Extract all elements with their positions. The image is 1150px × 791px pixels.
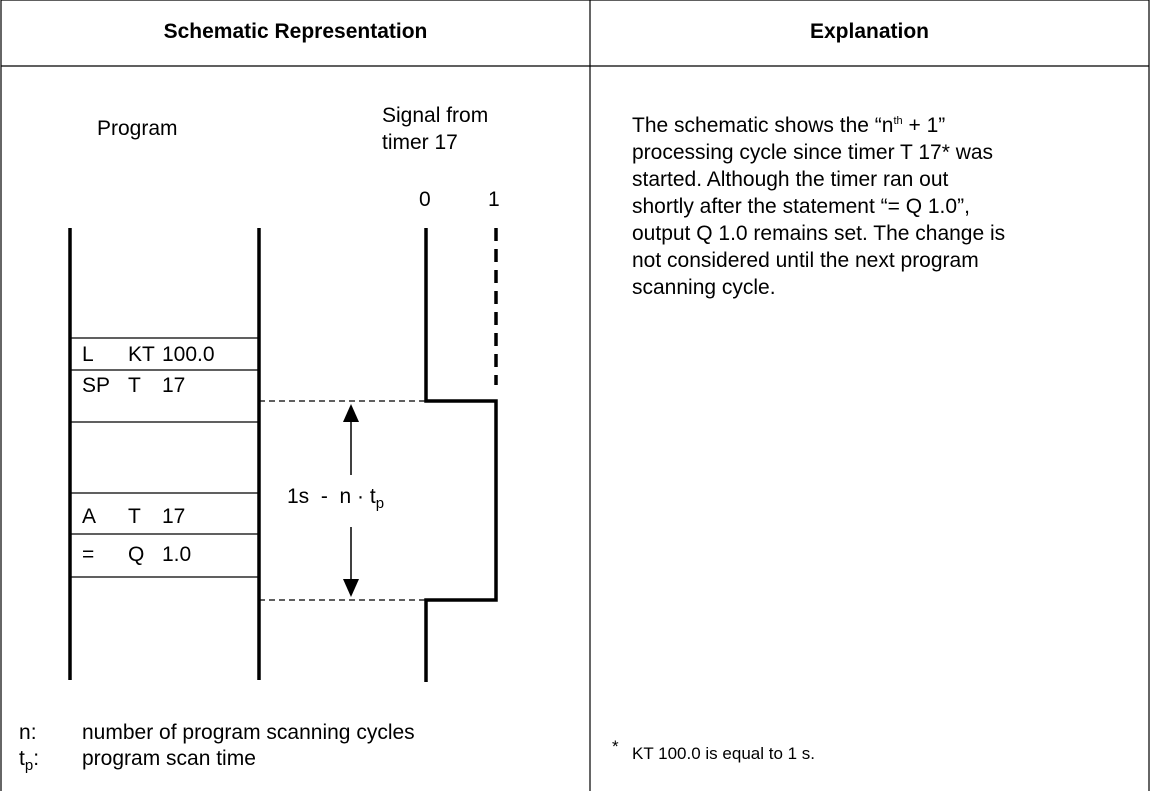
legend-colon: :: [30, 721, 37, 744]
statement-operand: Q: [128, 543, 145, 566]
footnote-text: KT 100.0 is equal to 1 s.: [632, 744, 816, 763]
statement-op: SP: [82, 374, 111, 397]
statement-op: =: [82, 543, 95, 566]
signal-label-line2: timer 17: [382, 131, 458, 154]
left-column-header: Schematic Representation: [163, 20, 428, 43]
legend-item: tp:: [19, 745, 40, 775]
explanation-line: started. Although the timer ran out: [632, 168, 949, 191]
explanation-line: shortly after the statement “= Q 1.0”,: [632, 195, 970, 218]
program-label: Program: [97, 117, 178, 140]
footnote-mark: *: [612, 737, 619, 756]
timer-signal-trace: [424, 228, 498, 682]
statement-operand: T: [128, 505, 141, 528]
legend-symbol: n: [19, 721, 31, 744]
level-1-label: 1: [488, 188, 500, 211]
statement-value: 100.0: [162, 343, 215, 366]
signal-label: Signal from timer 17: [382, 102, 488, 156]
explanation-text: + 1”: [902, 114, 946, 137]
explanation-line: processing cycle since timer T 17* was: [632, 141, 994, 164]
signal-label-line1: Signal from: [382, 104, 489, 127]
program-rails: [68, 228, 261, 680]
interval-text: 1s - n · t: [287, 485, 376, 508]
level-0-label: 0: [419, 188, 431, 211]
statement-value: 1.0: [162, 543, 192, 566]
legend-text: number of program scanning cycles: [82, 721, 415, 744]
statement-lines: [70, 337, 259, 578]
interval-subscript: p: [375, 495, 385, 513]
explanation-text: The schematic shows the “n: [632, 114, 894, 137]
statement-operand: KT: [128, 343, 155, 366]
explanation-line: The schematic shows the “nth + 1”: [632, 112, 1142, 139]
legend-text: program scan time: [82, 747, 256, 770]
explanation-line: output Q 1.0 remains set. The change is: [632, 222, 1006, 245]
legend-symbol-subscript: p: [24, 757, 34, 775]
statement-op: L: [82, 343, 94, 366]
statement-operand: T: [128, 374, 141, 397]
statement-op: A: [82, 505, 97, 528]
legend-symbol: t: [19, 747, 25, 770]
explanation-paragraph: The schematic shows the “nth + 1” proces…: [632, 112, 1142, 301]
right-column-header: Explanation: [809, 20, 930, 43]
statement-value: 17: [162, 505, 186, 528]
interval-arrow: [343, 404, 359, 597]
dashed-projections: [259, 400, 426, 601]
explanation-line: scanning cycle.: [632, 276, 776, 299]
interval-label: 1s - n · tp: [287, 483, 385, 513]
superscript-th: th: [893, 115, 903, 127]
legend-item: n:: [19, 719, 37, 746]
legend-colon: :: [33, 747, 40, 770]
explanation-line: not considered until the next program: [632, 249, 979, 272]
statement-value: 17: [162, 374, 186, 397]
